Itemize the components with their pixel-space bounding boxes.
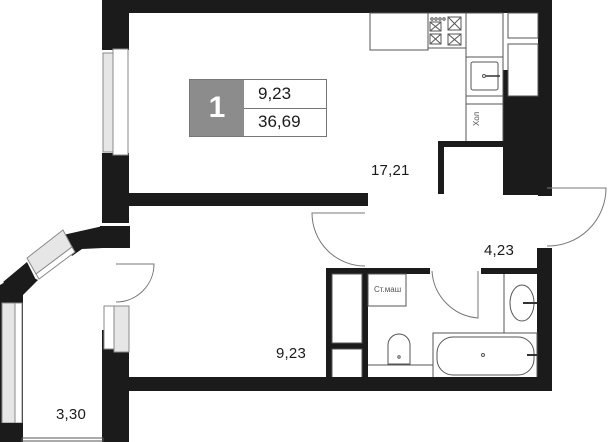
wall-left-mid	[102, 153, 129, 223]
entrance-door[interactable]	[546, 187, 607, 247]
wall-partition	[129, 193, 368, 206]
washing-machine	[367, 273, 407, 307]
stove-burners-icon	[429, 16, 462, 46]
bathroom-door[interactable]	[431, 270, 479, 319]
window-kitchen	[102, 52, 114, 153]
wall-bottom	[102, 377, 552, 391]
fridge-label: Хол	[472, 111, 481, 126]
toilet-icon	[387, 333, 411, 365]
kitchen-living-area-label: 17,21	[371, 162, 410, 179]
fridge	[465, 103, 504, 143]
bathtub-icon	[436, 336, 535, 376]
hallway-area-label: 4,23	[484, 242, 514, 259]
wall-right-lower	[537, 248, 552, 391]
rooms-count-badge: 1	[190, 80, 244, 136]
wall-left-upper	[102, 0, 129, 50]
window-bedroom	[113, 305, 130, 353]
total-area-value: 36,69	[244, 107, 326, 136]
closet	[331, 273, 363, 344]
counter	[369, 12, 429, 51]
washing-machine-label: Ст.маш	[374, 285, 402, 294]
apartment-summary: 1 9,23 36,69	[189, 79, 327, 137]
bedroom-area-label: 9,23	[276, 345, 306, 362]
living-area-value: 9,23	[244, 80, 326, 108]
balcony-door[interactable]	[115, 263, 155, 303]
wall-top	[102, 0, 552, 13]
balcony-area-label: 3,30	[56, 406, 86, 423]
bedroom-door[interactable]	[311, 212, 366, 267]
window-balcony-side	[1, 302, 16, 424]
